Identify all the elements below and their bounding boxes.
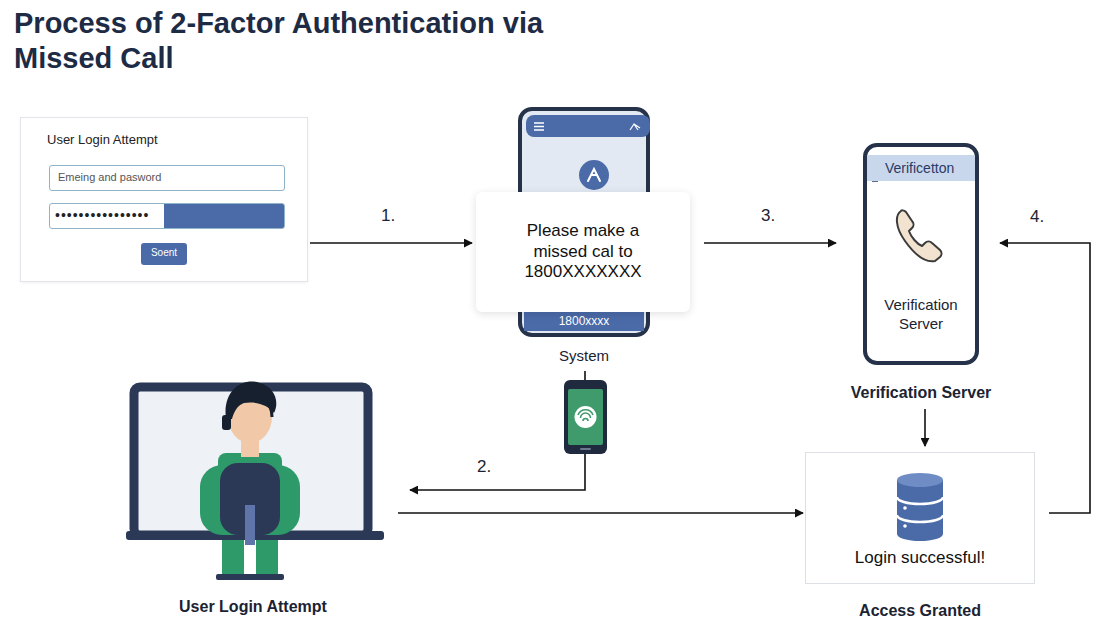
message-card: Please make a missed cal to 1800XXXXXXX bbox=[476, 192, 690, 312]
step-number: 1. bbox=[378, 206, 398, 226]
decor-circle bbox=[903, 506, 907, 510]
decor-ellipse bbox=[897, 527, 943, 541]
decor-rect bbox=[256, 540, 278, 576]
panel-heading: User Login Attempt bbox=[47, 132, 158, 148]
step-number: 2. bbox=[474, 457, 494, 477]
decor-path bbox=[897, 497, 943, 522]
decor-path bbox=[534, 123, 544, 130]
node-caption: Verification Server bbox=[826, 383, 1016, 402]
user-at-computer bbox=[120, 345, 410, 595]
screen-header: Verificetton bbox=[867, 155, 975, 181]
decor-ellipse bbox=[897, 473, 943, 487]
decor-rect bbox=[222, 540, 244, 576]
decor-circle bbox=[575, 406, 597, 428]
decor-path bbox=[630, 124, 640, 130]
flow-arrow bbox=[704, 242, 836, 244]
decor-path bbox=[228, 396, 272, 417]
login-panel: User Login AttemptEmeing and pasword ••••… bbox=[20, 117, 308, 282]
field-placeholder: Emeing and pasword bbox=[58, 171, 161, 184]
step-number: 4. bbox=[1027, 207, 1047, 227]
node-caption: User Login Attempt bbox=[114, 597, 392, 616]
node-caption: System bbox=[498, 347, 670, 365]
decor-path bbox=[226, 382, 277, 420]
status-text: Login successful! bbox=[805, 548, 1035, 568]
decor-path bbox=[588, 169, 600, 181]
submit-button: Soent bbox=[141, 243, 187, 265]
decor-circle bbox=[579, 160, 609, 190]
flow-arrow bbox=[398, 512, 803, 514]
decor-rect bbox=[897, 480, 943, 534]
phone-number-bar: 1800xxxx bbox=[524, 311, 644, 331]
decor-rect bbox=[216, 574, 284, 580]
flow-arrow bbox=[310, 242, 472, 244]
small-phone bbox=[564, 380, 607, 454]
flow-arrow bbox=[924, 409, 926, 446]
email-field: Emeing and pasword bbox=[49, 165, 285, 191]
password-dots: •••••••••••••••• bbox=[55, 207, 149, 224]
system-phone: 1800xxxxSystemPlease make a missed cal t… bbox=[518, 107, 650, 369]
decor-rect bbox=[245, 505, 255, 545]
verification-phone: VerificettonVerification ServerVerificat… bbox=[838, 143, 1004, 405]
node-caption: Access Granted bbox=[795, 601, 1045, 620]
card-message: Please make a missed cal to 1800XXXXXXX bbox=[508, 221, 658, 282]
decor-path bbox=[578, 410, 593, 421]
decor-circle bbox=[903, 524, 907, 528]
decor-rect bbox=[580, 448, 591, 450]
button-label: Soent bbox=[141, 247, 187, 259]
decor-rect bbox=[568, 389, 603, 445]
decor-path bbox=[897, 210, 942, 261]
screen-text: Verification Server bbox=[867, 295, 975, 333]
access-box: Login successful!Access Granted bbox=[805, 452, 1035, 622]
diagram-title: Process of 2-Factor Authentication via M… bbox=[14, 6, 624, 76]
decor-rect bbox=[222, 415, 231, 430]
step-number: 3. bbox=[758, 206, 778, 226]
user-station: User Login Attempt bbox=[120, 345, 410, 625]
flow-arrow bbox=[410, 371, 585, 490]
decor-rect bbox=[526, 115, 650, 137]
password-field: •••••••••••••••• bbox=[49, 203, 285, 229]
decor-rect bbox=[564, 380, 607, 454]
